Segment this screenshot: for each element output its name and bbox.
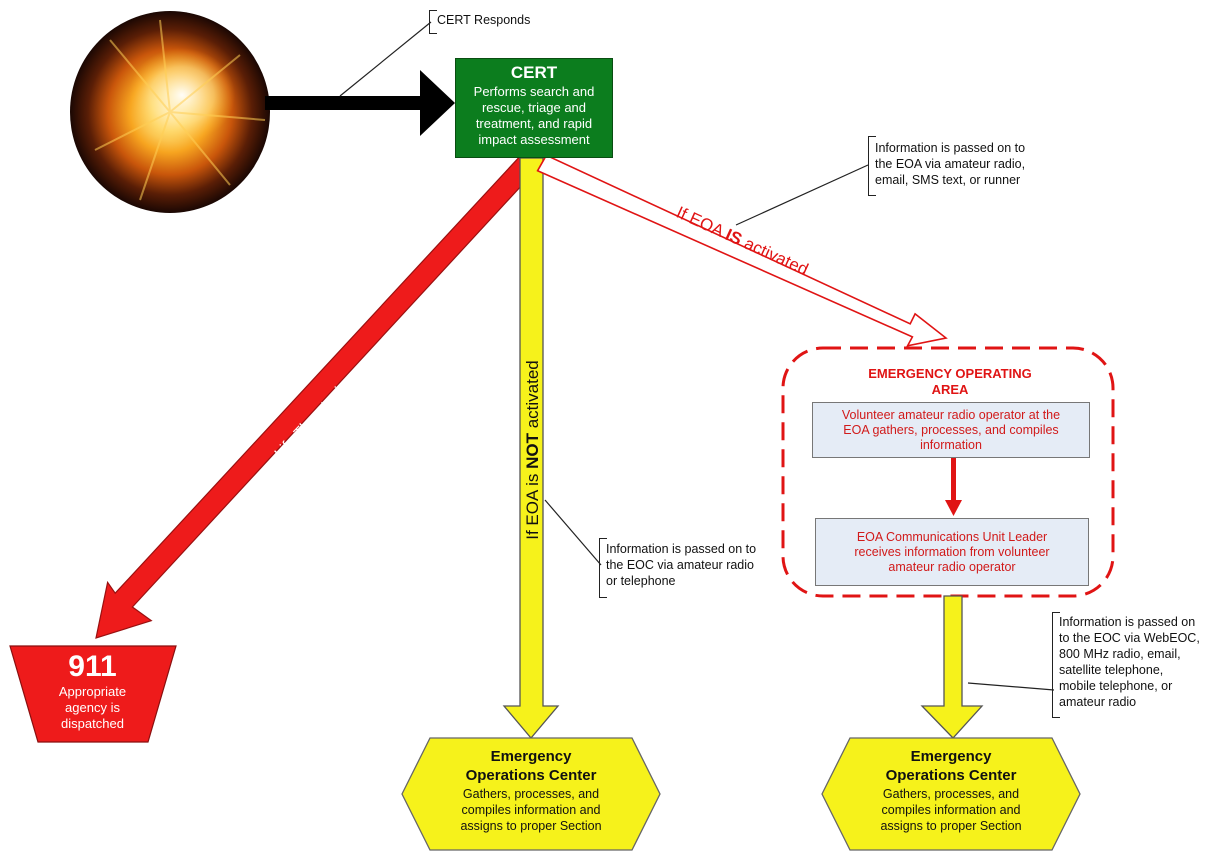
callout-line: the EOA via amateur radio, [875, 157, 1026, 171]
eoa-box-line: information [920, 437, 982, 452]
eoa-title-line: AREA [931, 382, 969, 397]
callout-leader-eoa [735, 164, 869, 226]
arrow-to-cert [265, 70, 455, 136]
callout-bracket-eoa [868, 136, 876, 196]
eoc-desc-line: assigns to proper Section [880, 819, 1022, 833]
callout-line: 800 MHz radio, email, [1059, 647, 1181, 661]
arrow-life-threatening [95, 155, 539, 639]
eoc-left-title: Emergency Operations Center [420, 747, 642, 785]
callout-line: Information is passed on [1059, 615, 1196, 629]
eoc-right-title: Emergency Operations Center [840, 747, 1062, 785]
callout-line: or telephone [606, 574, 676, 588]
eoc-title-line: Operations Center [885, 767, 1017, 784]
eoc-left-hexagon [401, 737, 661, 851]
eoc-title-line: Operations Center [465, 767, 597, 784]
eoc-right-hexagon [821, 737, 1081, 851]
label-911-description: Appropriate agency is dispatched [10, 684, 175, 732]
eoa-box-line: amateur radio operator [888, 559, 1016, 574]
eoc-desc-line: Gathers, processes, and [462, 787, 600, 801]
eoa-title-line: EMERGENCY OPERATING [868, 366, 1032, 381]
callout-line: to the EOC via WebEOC, [1059, 631, 1200, 645]
callout-leader-not-activated [544, 499, 602, 566]
callout-line: amateur radio [1059, 695, 1137, 709]
callout-bracket-webeoc [1052, 612, 1060, 718]
box-911 [9, 645, 177, 743]
eoa-volunteer-box: Volunteer amateur radio operator at the … [812, 402, 1090, 458]
callout-line: Information is passed on to [875, 141, 1026, 155]
cert-description-line: impact assessment [478, 132, 590, 147]
arrow-eoa-not-activated [502, 157, 560, 740]
eoc-title-line: Emergency [490, 748, 572, 765]
cert-title: CERT [510, 63, 558, 82]
callout-line: satellite telephone, [1059, 663, 1164, 677]
callout-bracket-cert [429, 10, 437, 34]
callout-eoc-not-activated: Information is passed on to the EOC via … [602, 541, 757, 589]
callout-line: mobile telephone, or [1059, 679, 1173, 693]
callout-line: the EOC via amateur radio [606, 558, 754, 572]
eoa-box-line: Volunteer amateur radio operator at the [841, 407, 1061, 422]
cert-description-line: Performs search and [473, 84, 595, 99]
callout-leader-cert [339, 21, 432, 97]
eoc-desc-line: assigns to proper Section [460, 819, 602, 833]
callout-line: CERT Responds [437, 13, 531, 27]
eoc-desc-line: compiles information and [881, 803, 1021, 817]
eoc-left-text: Emergency Operations Center Gathers, pro… [420, 747, 642, 834]
callout-line: email, SMS text, or runner [875, 173, 1021, 187]
callout-leader-webeoc [967, 682, 1055, 691]
eoc-title-line: Emergency [910, 748, 992, 765]
cert-description-line: treatment, and rapid [475, 116, 593, 131]
cert-description: Performs search and rescue, triage and t… [456, 84, 612, 148]
label-eoa-not-activated: If EOA is NOT activated [523, 360, 542, 540]
callout-eoc-webeoc: Information is passed on to the EOC via … [1055, 614, 1200, 710]
cert-description-line: rescue, triage and [481, 100, 587, 115]
eoc-left-description: Gathers, processes, and compiles informa… [420, 786, 642, 834]
eoa-box-line: receives information from volunteer [854, 544, 1050, 559]
label-911-line: Appropriate [58, 684, 127, 699]
eoa-comms-leader-box: EOA Communications Unit Leader receives … [815, 518, 1089, 586]
eoc-desc-line: compiles information and [461, 803, 601, 817]
eoc-right-text: Emergency Operations Center Gathers, pro… [840, 747, 1062, 834]
cert-box: CERT Performs search and rescue, triage … [455, 58, 613, 158]
explosion-icon [70, 11, 270, 213]
callout-line: Information is passed on to [606, 542, 757, 556]
label-911-line: dispatched [61, 716, 124, 731]
label-911-line: agency is [65, 700, 120, 715]
eoa-boundary [781, 346, 1115, 598]
eoc-right-description: Gathers, processes, and compiles informa… [840, 786, 1062, 834]
callout-cert-responds: CERT Responds [433, 12, 531, 28]
callout-eoa-info: Information is passed on to the EOA via … [871, 140, 1026, 188]
eoa-title: EMERGENCY OPERATING AREA [800, 366, 1100, 398]
label-eoa-is-activated: If EOA IS activated [673, 203, 811, 279]
eoc-desc-line: Gathers, processes, and [882, 787, 1020, 801]
label-911: 911 [68, 650, 117, 683]
arrow-eoa-to-eoc [920, 595, 984, 739]
eoa-box-line: EOA Communications Unit Leader [856, 529, 1048, 544]
callout-bracket-not-activated [599, 538, 607, 598]
arrow-eoa-is-activated [536, 154, 948, 347]
box-911-text: 911 Appropriate agency is dispatched [10, 650, 175, 732]
arrow-eoa-internal [945, 458, 962, 516]
eoa-box-line: EOA gathers, processes, and compiles [843, 422, 1059, 437]
